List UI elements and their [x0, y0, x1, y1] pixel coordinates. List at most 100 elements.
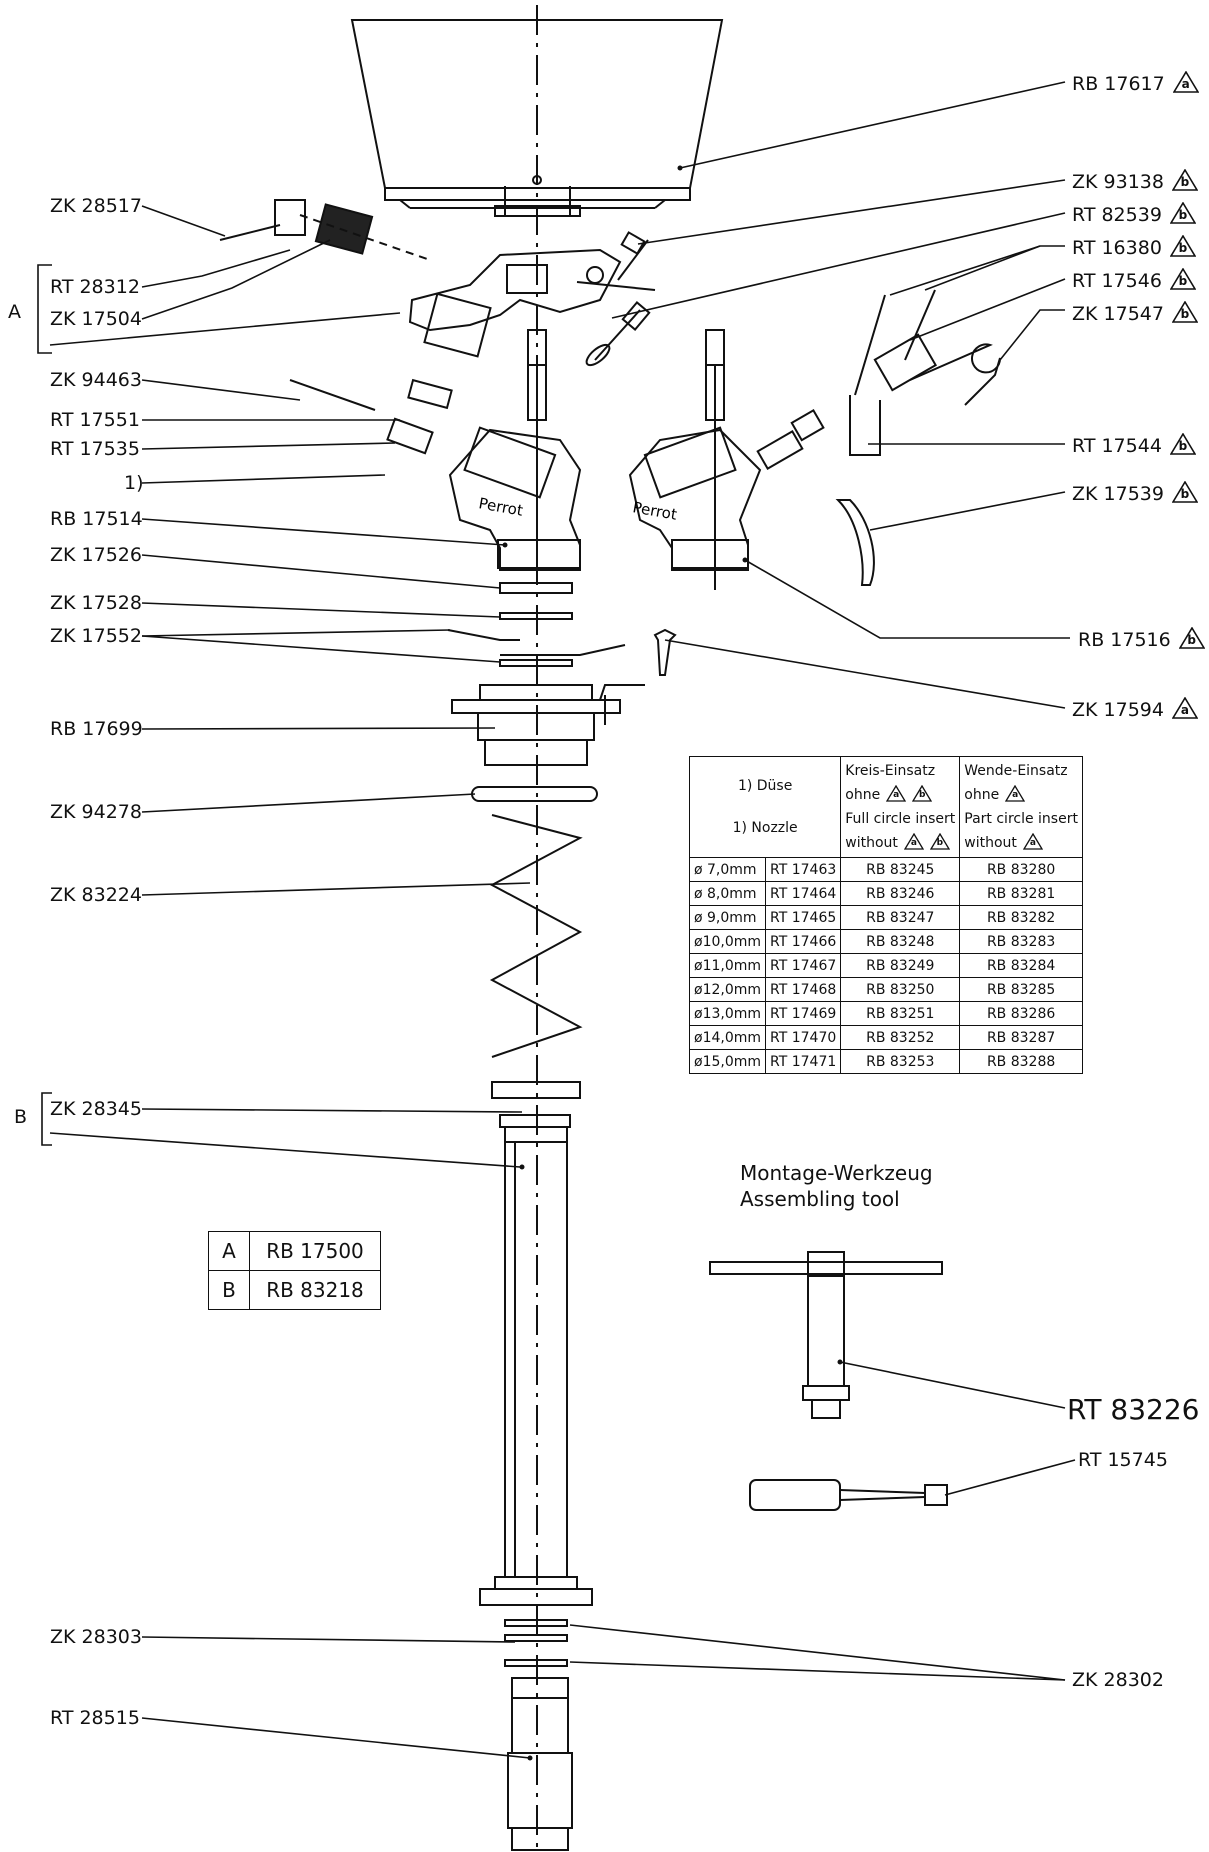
screw-parts-top	[585, 231, 651, 367]
part-circle-part: RB 83284	[959, 953, 1083, 978]
callout-left: ZK 94278	[50, 801, 142, 823]
warning-triangle-icon: b	[1171, 169, 1198, 191]
kit-value: RB 17500	[249, 1231, 381, 1271]
callout-right-tool: RT 83226	[1067, 1393, 1200, 1426]
group-letter-a: A	[8, 301, 21, 323]
nozzle-part: RT 17471	[765, 1049, 842, 1074]
assembling-tool	[709, 1251, 943, 1419]
nozzle-header-cell: 1) Düse 1) Nozzle	[688, 756, 842, 858]
nozzle-part: RT 17465	[765, 905, 842, 930]
full-circle-part: RB 83246	[840, 881, 961, 906]
full-circle-part: RB 83251	[840, 1001, 961, 1026]
warning-triangle-icon: b	[929, 833, 950, 850]
part-circle-part: RB 83285	[959, 977, 1083, 1002]
bracket-a	[37, 264, 52, 354]
nozzle-diameter: ø10,0mm	[688, 929, 767, 954]
part-circle-part: RB 83280	[959, 857, 1083, 882]
full-circle-part: RB 83252	[840, 1025, 961, 1050]
right-leaders	[569, 81, 1076, 1681]
part-circle-part: RB 83281	[959, 881, 1083, 906]
brand-text-right: Perrot	[631, 498, 678, 523]
brand-text-left: Perrot	[477, 494, 524, 519]
callout-right: ZK 17539 b	[1072, 481, 1198, 505]
callout-right: RT 17546 b	[1072, 268, 1196, 292]
group-letter-b: B	[14, 1106, 28, 1128]
full-circle-part: RB 83253	[840, 1049, 961, 1074]
warning-triangle-icon: a	[1005, 785, 1026, 802]
nozzle-diameter: ø 8,0mm	[688, 881, 767, 906]
warning-triangle-icon: b	[1171, 301, 1198, 323]
sprinkler-head-right	[628, 329, 825, 590]
callout-left: ZK 17528	[50, 592, 142, 614]
callout-left: RB 17699	[50, 718, 143, 740]
bracket-b	[41, 1092, 52, 1146]
nozzle-diameter: ø 7,0mm	[688, 857, 767, 882]
warning-triangle-icon: a	[1171, 697, 1198, 719]
warning-triangle-icon: b	[1169, 268, 1196, 290]
kit-row: A RB 17500	[208, 1231, 381, 1271]
callout-left: RT 17535	[50, 438, 140, 460]
callout-left: ZK 83224	[50, 884, 142, 906]
full-circle-part: RB 83247	[840, 905, 961, 930]
nozzle-part: RT 17469	[765, 1001, 842, 1026]
part-code: RT 17544	[1072, 435, 1162, 457]
nozzle-part: RT 17468	[765, 977, 842, 1002]
warning-triangle-icon: b	[1169, 235, 1196, 257]
callout-left: 1)	[124, 472, 144, 494]
nozzle-header-de: 1) Düse	[737, 778, 793, 794]
callout-right: ZK 93138 b	[1072, 169, 1198, 193]
kit-table: A RB 17500 B RB 83218	[208, 1231, 381, 1310]
nozzle-diameter: ø14,0mm	[688, 1025, 767, 1050]
full-circle-part: RB 83248	[840, 929, 961, 954]
part-code: RT 16380	[1072, 237, 1162, 259]
part-code: ZK 93138	[1072, 171, 1164, 193]
kit-value: RB 83218	[249, 1270, 381, 1310]
callout-right: ZK 28302	[1072, 1669, 1164, 1691]
part-code: RT 82539	[1072, 204, 1162, 226]
nozzle-diameter: ø11,0mm	[688, 953, 767, 978]
full-circle-part: RB 83250	[840, 977, 961, 1002]
warning-triangle-icon: b	[1178, 627, 1205, 649]
part-code: RT 17546	[1072, 270, 1162, 292]
full-circle-part: RB 83245	[840, 857, 961, 882]
nozzle-diameter: ø13,0mm	[688, 1001, 767, 1026]
bearing-housing-part	[451, 684, 645, 766]
callout-left: ZK 28517	[50, 195, 142, 217]
part-code: ZK 17539	[1072, 483, 1164, 505]
riser-tube-part	[479, 1081, 593, 1667]
hood-part	[350, 19, 724, 217]
tool-title-en: Assembling tool	[740, 1187, 900, 1211]
part-code: RB 17617	[1072, 73, 1165, 95]
warning-triangle-icon: a	[1022, 833, 1043, 850]
nozzle-diameter: ø 9,0mm	[688, 905, 767, 930]
callout-left: ZK 28303	[50, 1626, 142, 1648]
nozzle-part: RT 17466	[765, 929, 842, 954]
callout-left: RT 17551	[50, 409, 140, 431]
callout-left: ZK 17504	[50, 308, 142, 330]
warning-triangle-icon: a	[1172, 71, 1199, 93]
tool-title: Montage-Werkzeug Assembling tool	[740, 1160, 933, 1212]
spring-part	[489, 814, 583, 1058]
callout-right: RT 16380 b	[1072, 235, 1196, 259]
o-ring-part	[471, 786, 598, 802]
full-circle-part: RB 83249	[840, 953, 961, 978]
part-circle-part: RB 83283	[959, 929, 1083, 954]
nozzle-part: RT 17464	[765, 881, 842, 906]
header-line: Wende-Einsatz	[964, 763, 1068, 779]
part-circle-part: RB 83282	[959, 905, 1083, 930]
warning-triangle-icon: b	[1171, 481, 1198, 503]
nozzle-part: RT 17470	[765, 1025, 842, 1050]
warning-triangle-icon: b	[912, 785, 933, 802]
callout-right: RB 17617 a	[1072, 71, 1199, 95]
